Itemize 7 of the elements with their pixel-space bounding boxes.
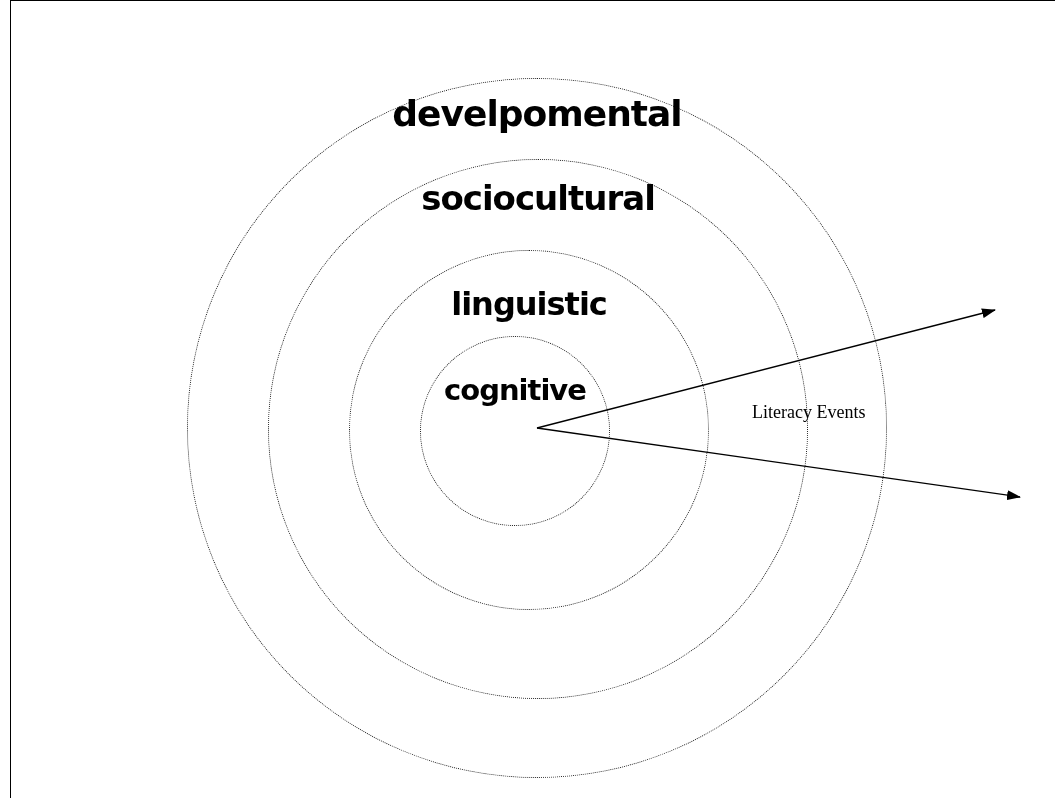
annotation-text: Literacy Events <box>752 402 866 423</box>
ring-title: cognitive <box>444 373 586 407</box>
ring-title: develpomental <box>392 93 682 134</box>
ring-title: sociocultural <box>421 178 655 218</box>
arrow <box>536 308 996 429</box>
arrow <box>536 427 1021 501</box>
ring-title: linguistic <box>451 285 607 323</box>
